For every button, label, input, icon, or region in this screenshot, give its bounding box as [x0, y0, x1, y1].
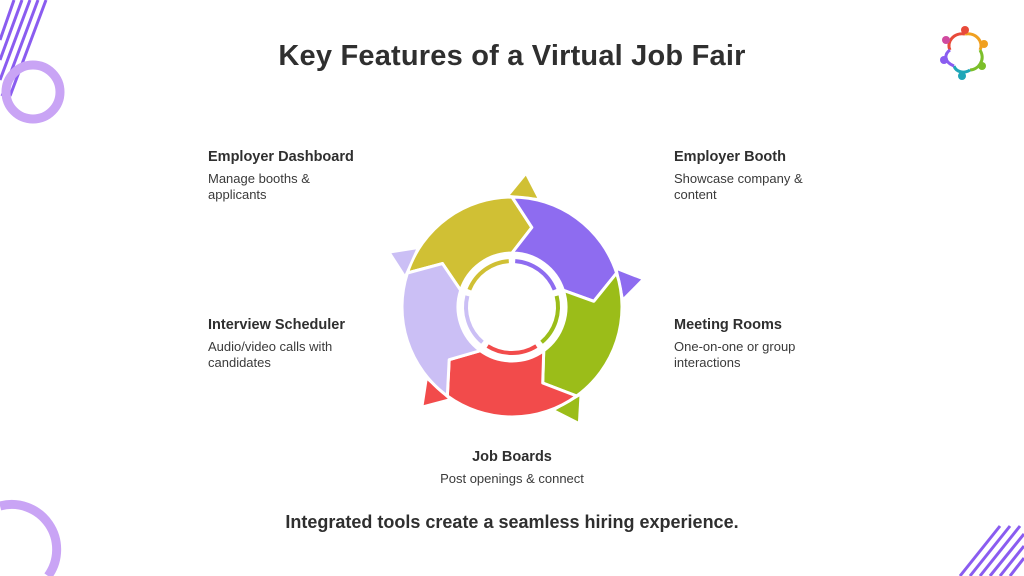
segment-job-boards-pointer	[423, 380, 448, 406]
cycle-center	[470, 265, 554, 349]
segment-interview-scheduler-pointer	[391, 249, 416, 275]
features-cycle-diagram	[391, 175, 642, 422]
segment-employer-booth-pointer	[617, 270, 642, 298]
feature-description: Showcase company & content	[674, 171, 803, 202]
feature-job-boards: Job Boards Post openings & connect	[412, 449, 612, 487]
segment-meeting-rooms-pointer	[555, 396, 580, 422]
bottom-left-decoration	[0, 499, 62, 576]
feature-meeting-rooms: Meeting Rooms One-on-one or group intera…	[674, 317, 874, 371]
feature-description: One-on-one or group interactions	[674, 339, 796, 370]
feature-description: Post openings & connect	[440, 471, 584, 486]
segment-employer-dashboard-pointer	[510, 175, 538, 198]
feature-employer-dashboard: Employer Dashboard Manage booths & appli…	[208, 149, 408, 203]
feature-title: Meeting Rooms	[674, 317, 782, 333]
feature-description: Manage booths & applicants	[208, 171, 310, 202]
bottom-right-decoration	[958, 525, 1024, 576]
inner-ring-arc	[540, 295, 560, 344]
summary-text: Integrated tools create a seamless hirin…	[285, 512, 739, 532]
feature-description: Audio/video calls with candidates	[208, 339, 333, 370]
inner-ring-arc	[464, 295, 484, 344]
feature-title: Employer Booth	[674, 149, 786, 165]
feature-employer-booth: Employer Booth Showcase company & conten…	[674, 149, 874, 203]
inner-ring-arc	[467, 259, 509, 291]
inner-ring-arc	[515, 259, 557, 291]
page-title: Key Features of a Virtual Job Fair	[278, 40, 746, 72]
feature-title: Interview Scheduler	[208, 317, 345, 333]
top-left-decoration	[0, 0, 65, 124]
segment-interview-scheduler	[400, 262, 482, 398]
feature-title: Job Boards	[472, 449, 552, 465]
inner-ring-arc	[486, 344, 538, 355]
company-logo	[940, 26, 988, 80]
feature-title: Employer Dashboard	[208, 149, 354, 165]
feature-interview-scheduler: Interview Scheduler Audio/video calls wi…	[208, 317, 408, 371]
